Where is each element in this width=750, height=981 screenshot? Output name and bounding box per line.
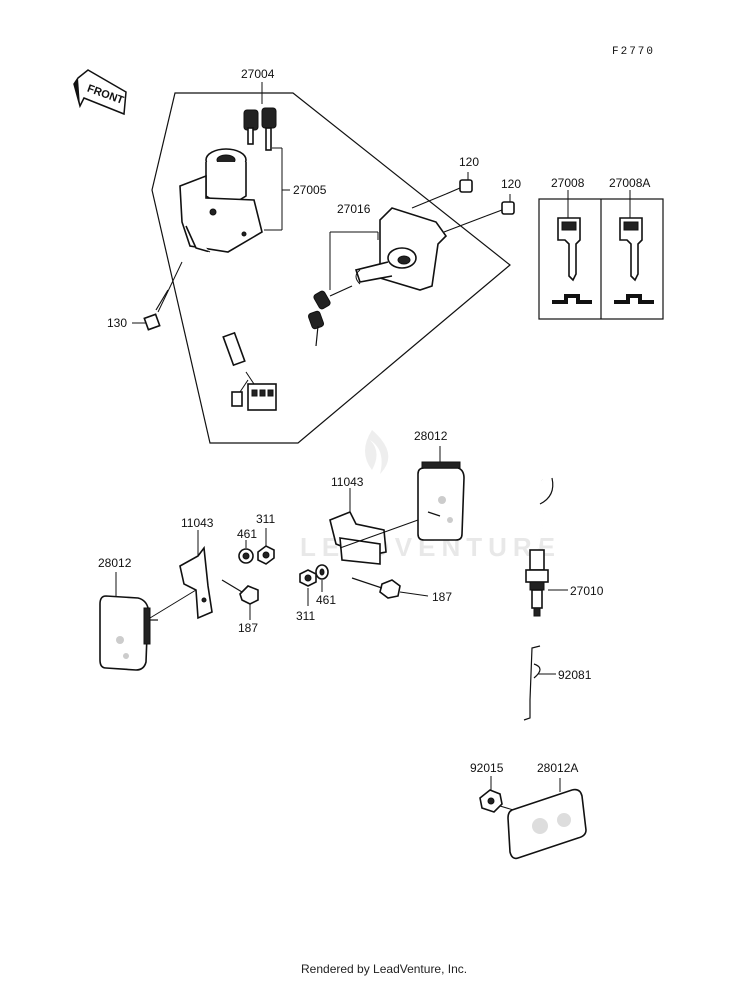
label-311-left: 311 bbox=[256, 512, 275, 526]
label-120-b: 120 bbox=[501, 177, 521, 191]
label-461-left: 461 bbox=[237, 527, 257, 541]
blank-keys-box bbox=[538, 190, 664, 320]
bracket-11043-left bbox=[149, 545, 213, 620]
label-27005: 27005 bbox=[293, 183, 327, 197]
label-11043-mid: 11043 bbox=[331, 475, 364, 489]
label-27016: 27016 bbox=[337, 202, 371, 216]
diagram-code: F2770 bbox=[612, 46, 655, 58]
label-187-left: 187 bbox=[238, 621, 258, 635]
nut-311-left bbox=[257, 545, 275, 565]
label-27004: 27004 bbox=[241, 67, 275, 81]
label-187-mid: 187 bbox=[432, 590, 452, 604]
blank-key-27008 bbox=[552, 217, 592, 304]
bolt-120-a bbox=[411, 172, 473, 209]
label-11043-left: 11043 bbox=[181, 516, 214, 530]
label-92015: 92015 bbox=[470, 761, 504, 775]
bolt-187-mid bbox=[351, 577, 429, 599]
label-27010: 27010 bbox=[570, 584, 604, 598]
spring-92081 bbox=[523, 645, 556, 721]
ignition-keys bbox=[243, 82, 277, 151]
label-311-mid: 311 bbox=[296, 609, 315, 623]
bracket-11043-mid bbox=[329, 510, 419, 565]
nut-92015 bbox=[479, 776, 521, 813]
washer-461-left bbox=[238, 548, 254, 564]
reflector-28012-left bbox=[99, 595, 158, 671]
label-130: 130 bbox=[107, 316, 127, 330]
seat-lock-keys bbox=[307, 285, 353, 347]
ignition-group-outline bbox=[151, 92, 511, 444]
label-28012A: 28012A bbox=[537, 761, 578, 775]
label-120-a: 120 bbox=[459, 155, 479, 169]
bolt-130 bbox=[143, 261, 183, 331]
washer-461-mid bbox=[315, 564, 329, 580]
bolt-187-left bbox=[221, 579, 259, 620]
blank-key-27008A bbox=[614, 217, 654, 304]
seat-lock bbox=[354, 207, 448, 291]
label-92081: 92081 bbox=[558, 668, 592, 682]
switch-27010 bbox=[525, 477, 568, 617]
footer-credit: Rendered by LeadVenture, Inc. bbox=[301, 962, 467, 976]
label-28012-left: 28012 bbox=[98, 556, 132, 570]
ignition-wire bbox=[206, 251, 277, 411]
label-461-mid: 461 bbox=[316, 593, 336, 607]
label-27008A: 27008A bbox=[609, 176, 650, 190]
label-28012-top: 28012 bbox=[414, 429, 448, 443]
front-arrow-icon: FRONT bbox=[73, 69, 127, 116]
ignition-switch bbox=[179, 148, 263, 253]
reflector-28012-top bbox=[417, 461, 465, 541]
nut-311-mid bbox=[299, 569, 317, 587]
bolt-120-b bbox=[443, 194, 515, 233]
reflector-28012A bbox=[507, 778, 587, 860]
label-27008: 27008 bbox=[551, 176, 585, 190]
